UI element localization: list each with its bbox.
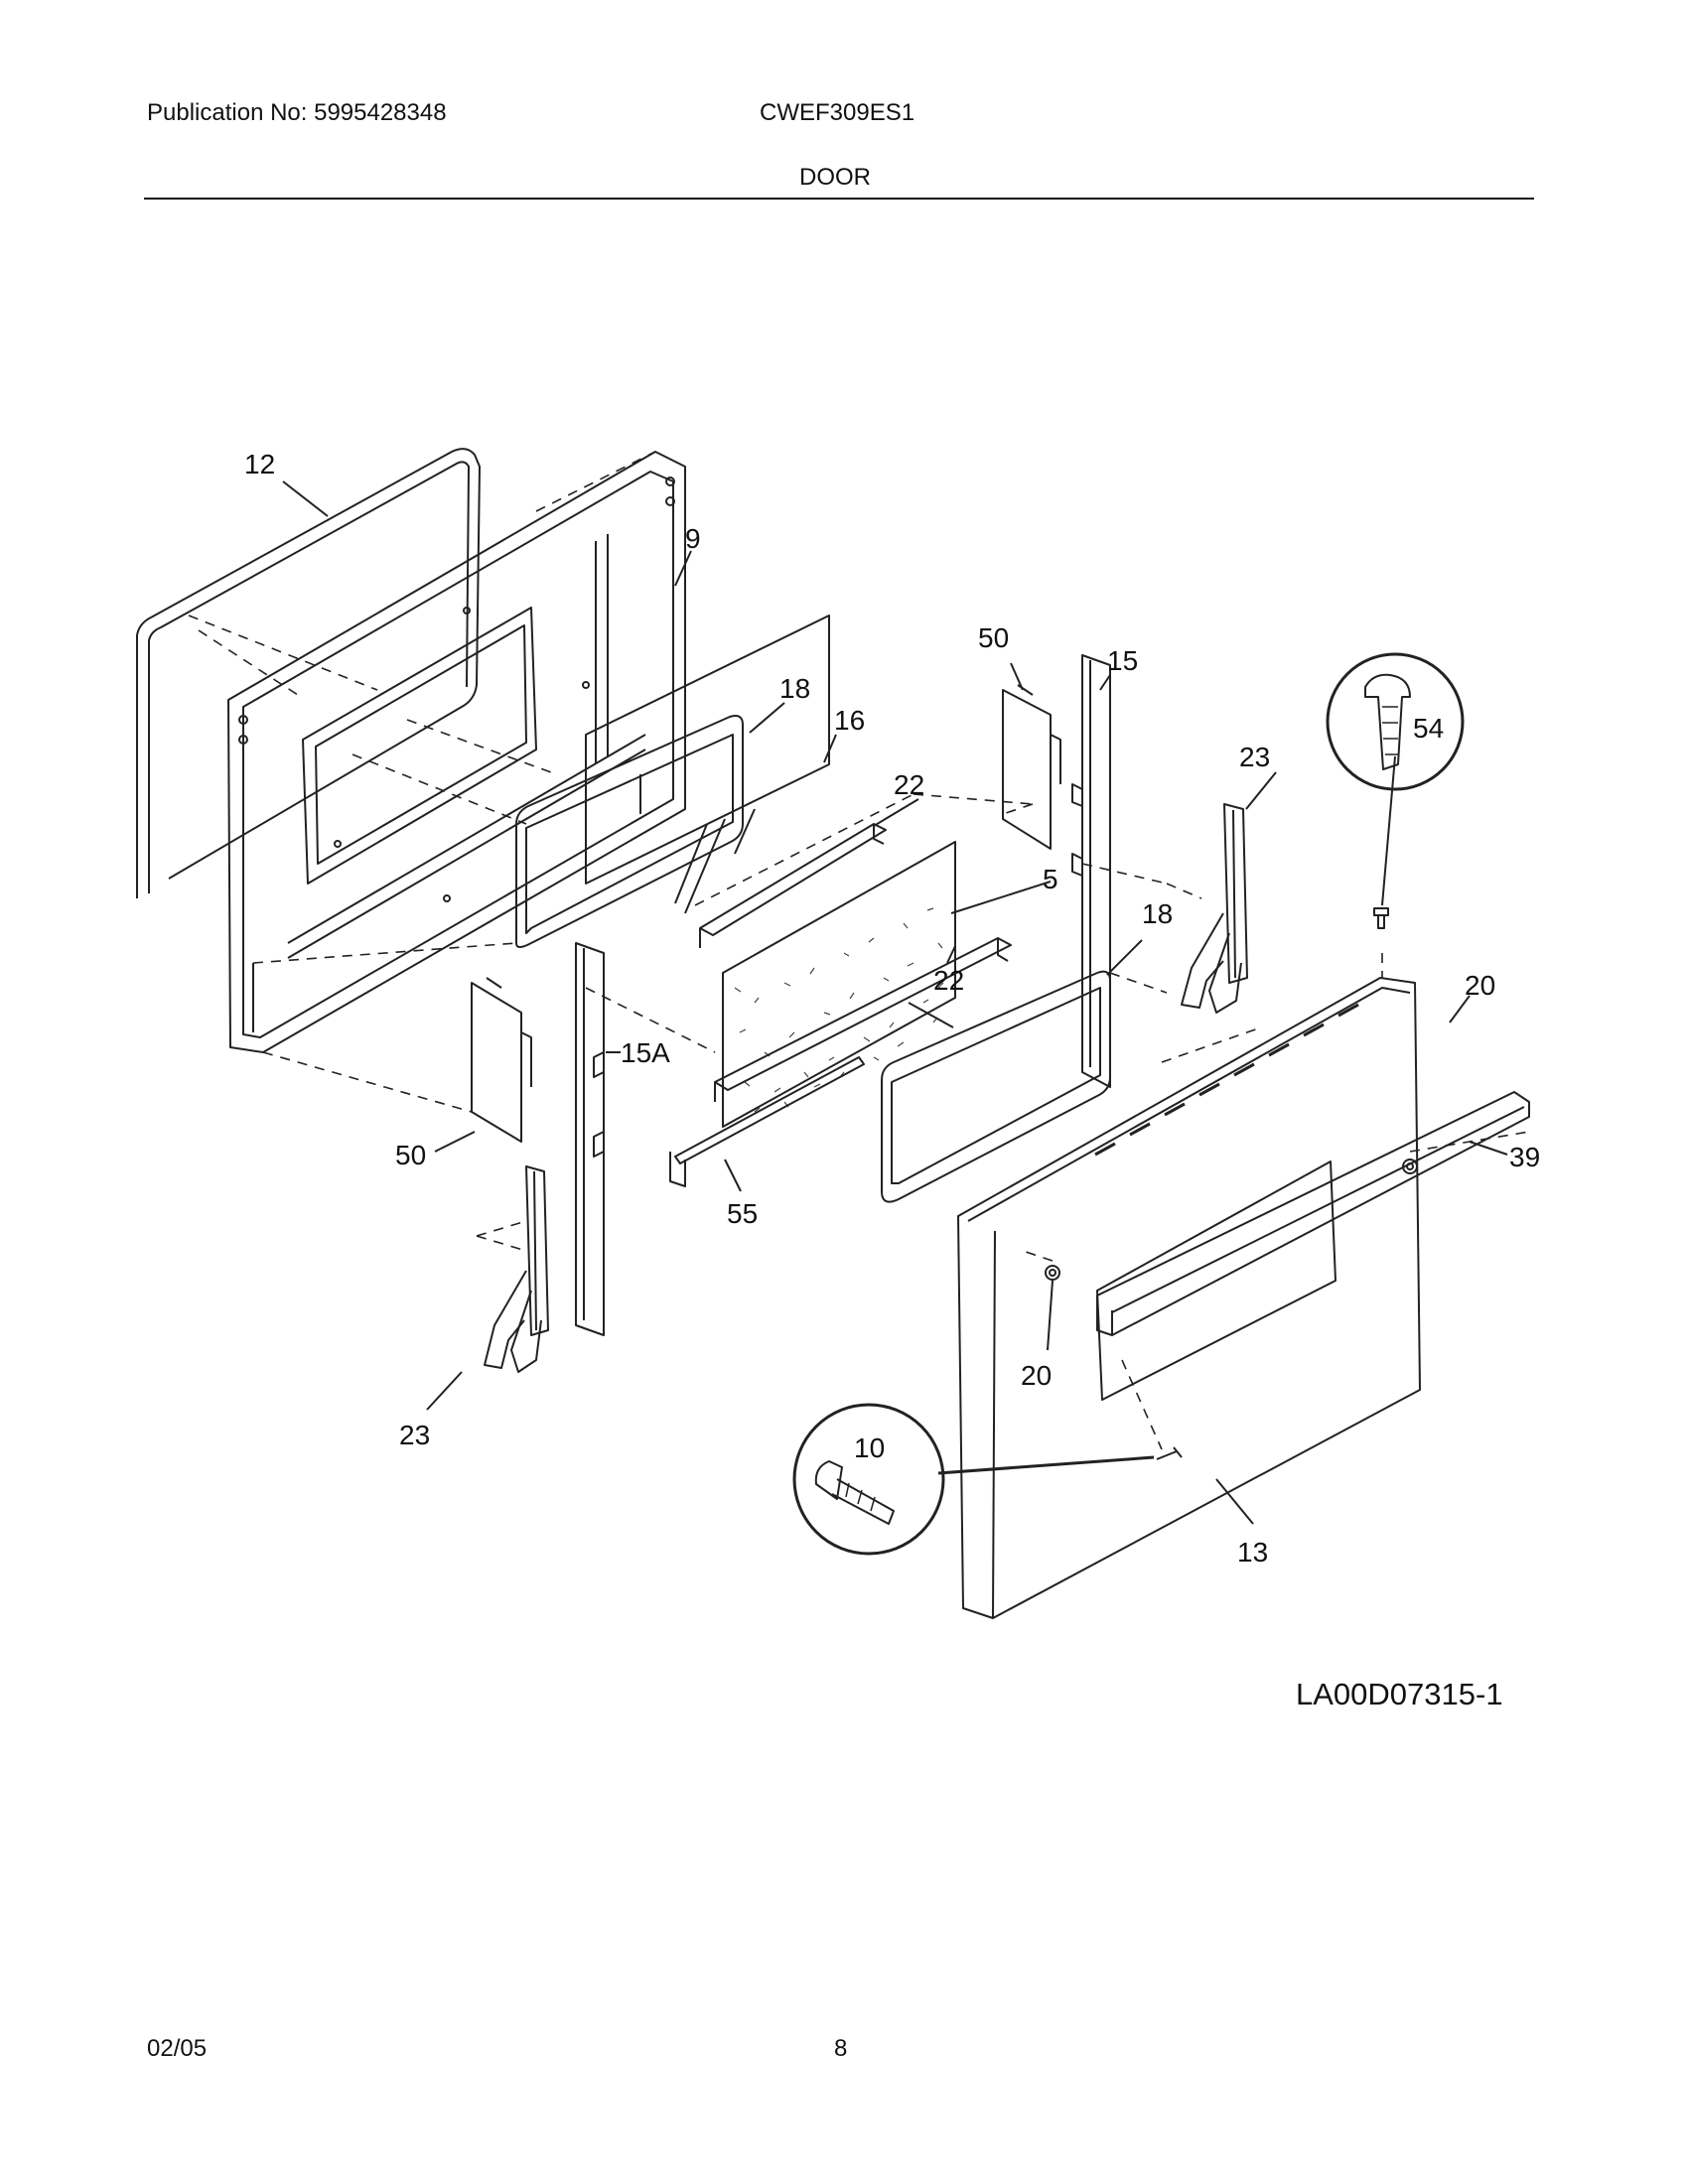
grommet-part-20-left [1045,1265,1060,1281]
callout-54: 54 [1413,713,1444,744]
callout-labels: 12 9 18 16 50 15 22 5 54 23 18 22 15A 50… [244,449,1540,1711]
outer-door-part-13 [957,977,1421,1619]
header-rule [144,198,1534,200]
callout-15a: 15A [621,1037,670,1068]
hinge-part-23-left [484,1165,549,1373]
callout-20-left: 20 [1021,1360,1052,1391]
callout-23-left: 23 [399,1420,430,1450]
footer-page-number: 8 [834,2035,848,2062]
hinge-part-23-right [1181,803,1248,1014]
door-channel-part-15a [575,942,605,1336]
bottom-strip-part-55 [669,1056,865,1187]
detail-circle-part-54 [1326,652,1465,791]
callout-50-upper: 50 [978,622,1009,653]
alignment-lines [188,451,1530,1450]
window-gasket-part-18-lower [881,970,1111,1203]
grommet-part-20-right [1402,1159,1418,1174]
leader-lines [282,480,1508,1525]
callout-16: 16 [834,705,865,736]
callout-18-lower: 18 [1142,898,1173,929]
retainer-part-22-upper [699,823,887,948]
inner-door-panel-part-9 [227,451,686,1053]
callout-5: 5 [1043,864,1058,894]
model-number: CWEF309ES1 [760,99,915,126]
retainer-part-22-lower [714,937,1012,1102]
door-channel-part-15 [1071,654,1111,1088]
door-handle-part-39 [1096,1091,1530,1336]
section-title: DOOR [799,164,871,191]
bracket-part-50-lower [471,977,532,1143]
publication-number: Publication No: 5995428348 [147,99,447,126]
callout-22-lower: 22 [933,965,964,996]
callout-12: 12 [244,449,275,479]
callout-13: 13 [1237,1537,1268,1568]
glass-pane-part-16 [585,614,830,914]
callout-39: 39 [1509,1142,1540,1172]
door-vent-slots [1094,1003,1359,1157]
door-window-outline [1096,1160,1336,1401]
callout-23-right: 23 [1239,742,1270,772]
insulation-part-5 [722,841,956,1128]
screw-part-54-small [1373,907,1389,929]
callout-20-right: 20 [1465,970,1495,1001]
callout-50-lower: 50 [395,1140,426,1170]
drawing-id: LA00D07315-1 [1296,1677,1503,1711]
window-gasket-part-18-upper [515,715,744,948]
callout-22-upper: 22 [894,769,924,800]
bracket-part-50-upper [1002,684,1061,850]
screw-part-10-small [1156,1446,1183,1460]
insulation-texture [734,907,944,1113]
footer-date: 02/05 [147,2035,208,2062]
door-gasket-part-12 [136,448,481,898]
callout-15: 15 [1107,645,1138,676]
callout-55: 55 [727,1198,758,1229]
callout-10: 10 [854,1433,885,1463]
detail-circle-part-10 [792,1403,945,1556]
callout-9: 9 [685,523,701,554]
callout-18-upper: 18 [779,673,810,704]
